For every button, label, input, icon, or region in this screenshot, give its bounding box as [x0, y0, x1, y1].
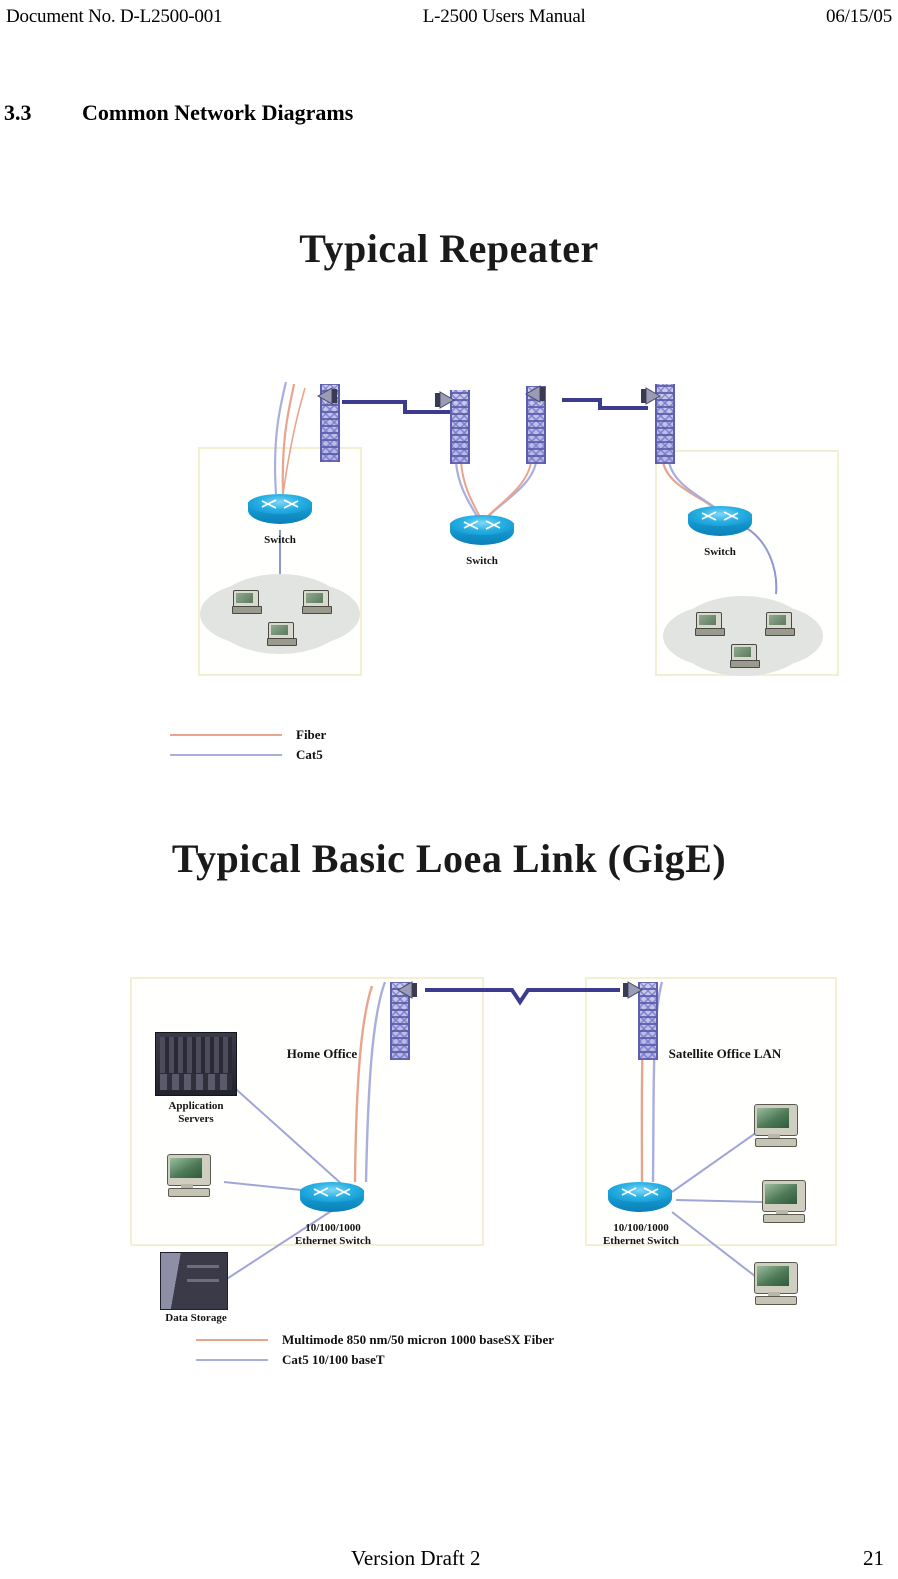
label-switch-satellite: 10/100/1000 Ethernet Switch	[602, 1222, 680, 1247]
switch-satellite-office	[608, 1182, 672, 1216]
legend-label-multimode-fiber: Multimode 850 nm/50 micron 1000 baseSX F…	[282, 1332, 555, 1347]
header-date: 06/15/05	[826, 6, 892, 27]
page-footer: Version Draft 2 21	[6, 1546, 892, 1571]
label-data-storage: Data Storage	[165, 1312, 227, 1324]
rf-link-right	[562, 398, 648, 410]
legend-label-cat5: Cat5	[296, 747, 323, 762]
dish-antenna-1	[316, 387, 337, 405]
page-title: Common Network Diagrams	[82, 100, 354, 125]
figure-2-title: Typical Basic Loea Link (GigE)	[171, 836, 727, 881]
dish-antenna-4	[641, 387, 662, 405]
computer-left-1	[232, 590, 262, 614]
footer-page-number: 21	[863, 1546, 884, 1570]
tower-satellite-office	[638, 982, 658, 1060]
header-document-number: Document No. D-L2500-001	[6, 6, 223, 27]
fiber-cable	[281, 383, 296, 495]
rf-link-left	[342, 400, 455, 414]
fiber-cable	[353, 985, 374, 1183]
computer-right-1	[695, 612, 725, 636]
figure-2-cables	[221, 981, 763, 1283]
figure-1-legend: Fiber Cat5	[170, 727, 326, 767]
tower-4	[655, 384, 675, 464]
computer-left-3	[267, 622, 297, 646]
switch-right	[688, 506, 752, 540]
cat5-cable	[454, 461, 479, 519]
legend-item: Cat5	[170, 747, 326, 763]
dish-antenna-3	[524, 385, 545, 403]
figure-1-title: Typical Repeater	[299, 226, 599, 271]
tower-3	[526, 386, 546, 464]
legend-item: Fiber	[170, 727, 326, 743]
label-satellite-office-lan: Satellite Office LAN	[668, 1046, 782, 1061]
legend-label-cat5-baset: Cat5 10/100 baseT	[282, 1352, 385, 1367]
cat5-cable	[221, 1203, 343, 1283]
satellite-workstation-2	[760, 1180, 806, 1224]
rf-link	[425, 988, 620, 1006]
computer-right-3	[730, 644, 760, 668]
switch-home-office	[300, 1182, 364, 1216]
fiber-cable	[483, 461, 532, 521]
label-home-office: Home Office	[286, 1046, 358, 1061]
label-switch-left: Switch	[264, 534, 296, 546]
label-switch-middle: Switch	[466, 555, 498, 567]
satellite-workstation-1	[752, 1104, 798, 1148]
switch-left	[248, 494, 312, 528]
cat5-cable	[744, 526, 778, 595]
figure-2-legend: Multimode 850 nm/50 micron 1000 baseSX F…	[196, 1332, 554, 1372]
figure-typical-basic-loea-link: Typical Basic Loea Link (GigE)	[0, 835, 898, 1367]
switch-middle	[450, 515, 514, 549]
label-switch-right: Switch	[704, 546, 736, 558]
cat5-cable	[227, 1081, 346, 1188]
legend-item: Multimode 850 nm/50 micron 1000 baseSX F…	[196, 1332, 554, 1348]
figure-typical-repeater: Typical Repeater	[0, 225, 898, 762]
section-number: 3.3	[4, 100, 32, 125]
home-office-workstation	[165, 1154, 211, 1198]
legend-swatch-fiber	[170, 734, 282, 736]
tower-home-office	[390, 982, 410, 1060]
figure-1-canvas: Switch Switch Switch Fiber	[0, 272, 898, 762]
cat5-cable	[671, 1211, 761, 1281]
figure-2-canvas: Home Office Application Servers Data Sto…	[0, 882, 898, 1367]
dish-antenna-satellite-office	[623, 981, 644, 999]
label-switch-home-office: 10/100/1000 Ethernet Switch	[294, 1222, 372, 1247]
legend-swatch-cat5	[170, 754, 282, 756]
cat5-cable	[364, 981, 387, 1183]
application-server-rack	[155, 1032, 237, 1096]
legend-swatch-cat5-baset	[196, 1359, 268, 1361]
tower-1	[320, 384, 340, 462]
cat5-cable	[273, 381, 288, 495]
cat5-cable	[675, 1199, 763, 1203]
page-header: Document No. D-L2500-001 L-2500 Users Ma…	[6, 6, 892, 32]
legend-label-fiber: Fiber	[296, 727, 327, 742]
tower-2	[450, 390, 470, 464]
footer-version: Version Draft 2	[351, 1546, 481, 1570]
fiber-cable	[282, 387, 306, 495]
computer-left-2	[302, 590, 332, 614]
dish-antenna-2	[435, 391, 456, 409]
label-application-servers: Application Servers	[168, 1100, 224, 1125]
satellite-workstation-3	[752, 1262, 798, 1306]
legend-item: Cat5 10/100 baseT	[196, 1352, 554, 1368]
header-title: L-2500 Users Manual	[422, 6, 586, 27]
data-storage-unit	[160, 1252, 228, 1310]
legend-swatch-multimode-fiber	[196, 1339, 268, 1341]
section-heading: 3.3 Common Network Diagrams	[4, 100, 353, 126]
cat5-cable	[667, 461, 719, 511]
computer-right-2	[765, 612, 795, 636]
cat5-cable	[671, 1129, 761, 1193]
dish-antenna-home-office	[396, 981, 417, 999]
